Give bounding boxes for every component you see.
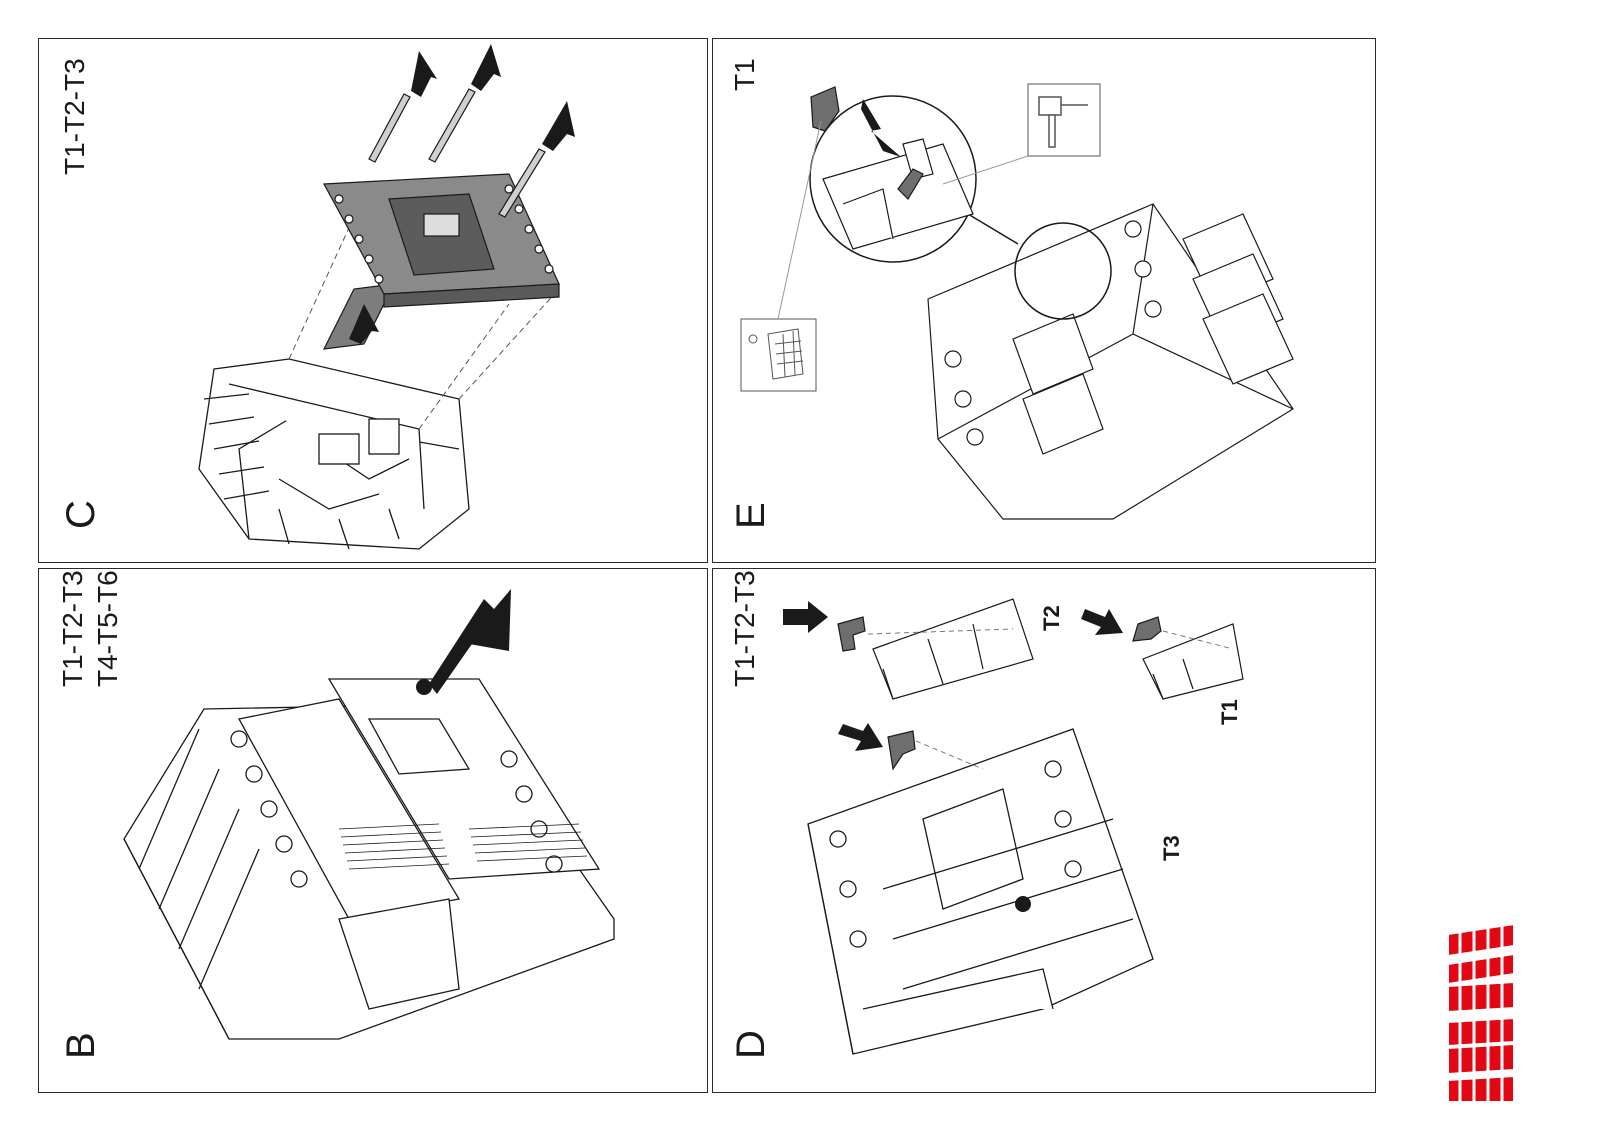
breaker-front-illustration	[123, 589, 615, 1040]
abb-logo	[1448, 924, 1514, 1102]
detail-zoom-small	[1014, 222, 1112, 320]
panel-e: E T1	[712, 38, 1376, 563]
cover-removal-illustration	[198, 44, 575, 550]
panel-b: B T1-T2-T3 T4-T5-T6	[38, 568, 708, 1093]
manual-icon	[740, 318, 817, 392]
t3-accessory	[887, 730, 916, 771]
insert-arrow	[861, 99, 901, 157]
pointer-arrow	[429, 589, 511, 694]
t2-accessory	[837, 616, 866, 652]
hammer-icon	[1027, 83, 1101, 157]
accessory-insertion-illustration	[740, 83, 1294, 520]
t1-accessory	[1132, 616, 1162, 642]
panel-d: D T1-T2-T3 T2 T1 T3	[712, 568, 1376, 1093]
panel-c: C T1-T2-T3	[38, 38, 708, 563]
accessory-part	[810, 86, 840, 132]
accessory-variants-illustration	[783, 598, 1244, 1055]
